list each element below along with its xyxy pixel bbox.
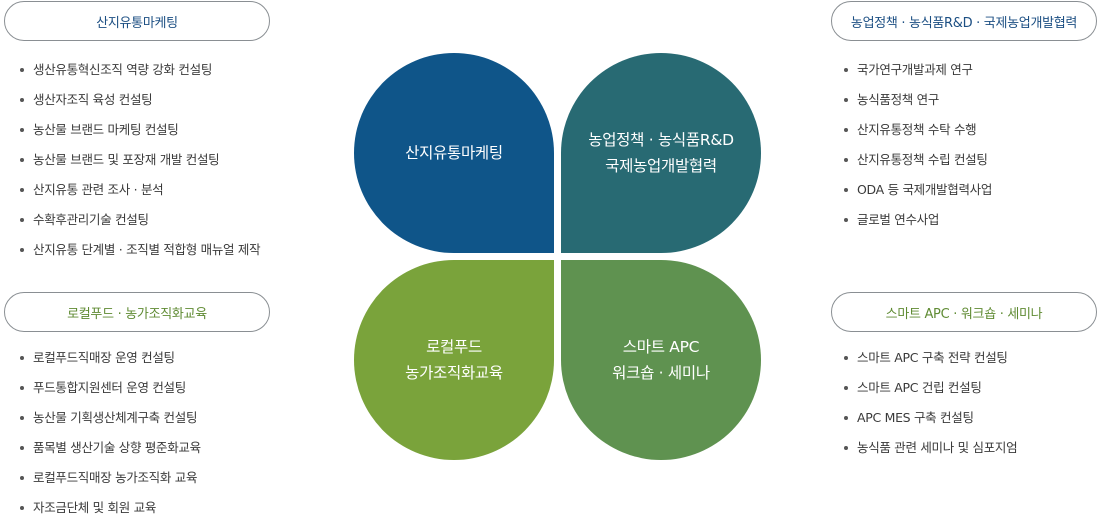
list-item: ODA 등 국제개발협력사업 bbox=[844, 175, 992, 205]
list-item: 산지유통정책 수탁 수행 bbox=[844, 115, 992, 145]
list-item: 농산물 기획생산체계구축 컨설팅 bbox=[20, 403, 201, 433]
petal-label: 워크숍 · 세미나 bbox=[612, 364, 710, 382]
list-item: 로컬푸드직매장 운영 컨설팅 bbox=[20, 343, 201, 373]
smart-apc-list: 스마트 APC 구축 전략 컨설팅 스마트 APC 건립 컨설팅 APC MES… bbox=[844, 343, 1018, 463]
list-item: 산지유통 관련 조사 · 분석 bbox=[20, 175, 260, 205]
list-item: 품목별 생산기술 상향 평준화교육 bbox=[20, 433, 201, 463]
petal-label: 로컬푸드 bbox=[426, 338, 482, 356]
section-title-marketing: 산지유통마케팅 bbox=[4, 1, 270, 41]
petal-marketing: 산지유통마케팅 bbox=[354, 53, 554, 253]
list-item: 생산자조직 육성 컨설팅 bbox=[20, 85, 260, 115]
list-item: 생산유통혁신조직 역량 강화 컨설팅 bbox=[20, 55, 260, 85]
petal-smart-apc: 스마트 APC 워크숍 · 세미나 bbox=[561, 260, 761, 460]
section-title-smart-apc: 스마트 APC · 워크숍 · 세미나 bbox=[831, 292, 1097, 332]
list-item: 자조금단체 및 회원 교육 bbox=[20, 493, 201, 523]
list-item: 농식품정책 연구 bbox=[844, 85, 992, 115]
list-item: 농산물 브랜드 및 포장재 개발 컨설팅 bbox=[20, 145, 260, 175]
list-item: 농산물 브랜드 마케팅 컨설팅 bbox=[20, 115, 260, 145]
list-item: 농식품 관련 세미나 및 심포지엄 bbox=[844, 433, 1018, 463]
list-item: 푸드통합지원센터 운영 컨설팅 bbox=[20, 373, 201, 403]
section-title-localfood: 로컬푸드 · 농가조직화교육 bbox=[4, 292, 270, 332]
list-item: 스마트 APC 구축 전략 컨설팅 bbox=[844, 343, 1017, 373]
petal-label: 산지유통마케팅 bbox=[405, 144, 503, 162]
marketing-list: 생산유통혁신조직 역량 강화 컨설팅 생산자조직 육성 컨설팅 농산물 브랜드 … bbox=[20, 55, 261, 265]
petal-label: 국제농업개발협력 bbox=[605, 157, 717, 175]
petal-label: 농업정책 · 농식품R&D bbox=[588, 131, 734, 149]
list-item: 국가연구개발과제 연구 bbox=[844, 55, 992, 85]
list-item: 글로벌 연수사업 bbox=[844, 205, 992, 235]
list-item: 산지유통정책 수립 컨설팅 bbox=[844, 145, 992, 175]
policy-list: 국가연구개발과제 연구 농식품정책 연구 산지유통정책 수탁 수행 산지유통정책… bbox=[844, 55, 992, 235]
localfood-list: 로컬푸드직매장 운영 컨설팅 푸드통합지원센터 운영 컨설팅 농산물 기획생산체… bbox=[20, 343, 201, 523]
list-item: 스마트 APC 건립 컨설팅 bbox=[844, 373, 1017, 403]
list-item: 수확후관리기술 컨설팅 bbox=[20, 205, 260, 235]
list-item: APC MES 구축 컨설팅 bbox=[844, 403, 1017, 433]
petal-label: 농가조직화교육 bbox=[405, 364, 503, 382]
list-item: 로컬푸드직매장 농가조직화 교육 bbox=[20, 463, 201, 493]
list-item: 산지유통 단계별 · 조직별 적합형 매뉴얼 제작 bbox=[20, 235, 261, 265]
petal-localfood: 로컬푸드 농가조직화교육 bbox=[354, 260, 554, 460]
petal-policy: 농업정책 · 농식품R&D 국제농업개발협력 bbox=[561, 53, 761, 253]
petal-label: 스마트 APC bbox=[622, 338, 700, 356]
section-title-policy: 농업정책 · 농식품R&D · 국제농업개발협력 bbox=[831, 1, 1097, 41]
